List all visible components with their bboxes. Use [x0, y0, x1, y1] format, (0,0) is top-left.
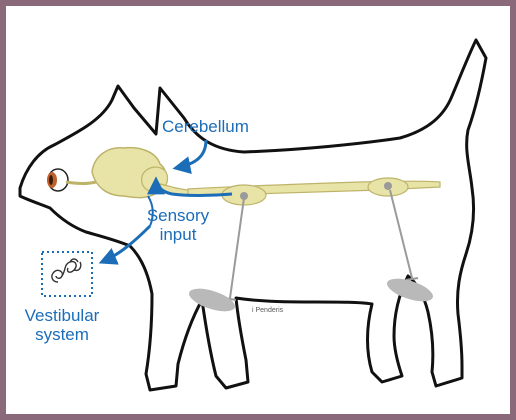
author-credit: i Penderis: [252, 307, 283, 314]
cerebellum-arrow: [176, 140, 206, 168]
forelimb-muscle: [186, 284, 237, 316]
eye-icon: [47, 169, 68, 191]
vestibular-system-label: Vestibular system: [16, 306, 108, 344]
vestibular-inner-ear-icon: [42, 252, 92, 296]
cerebellum-label: Cerebellum: [162, 117, 249, 136]
optic-nerve: [66, 182, 96, 184]
lumbar-neuron-body: [384, 182, 392, 190]
forelimb-motor-neuron: [230, 198, 244, 298]
hindlimb-motor-neuron: [390, 190, 412, 278]
sensory-input-label: Sensory input: [136, 206, 220, 244]
